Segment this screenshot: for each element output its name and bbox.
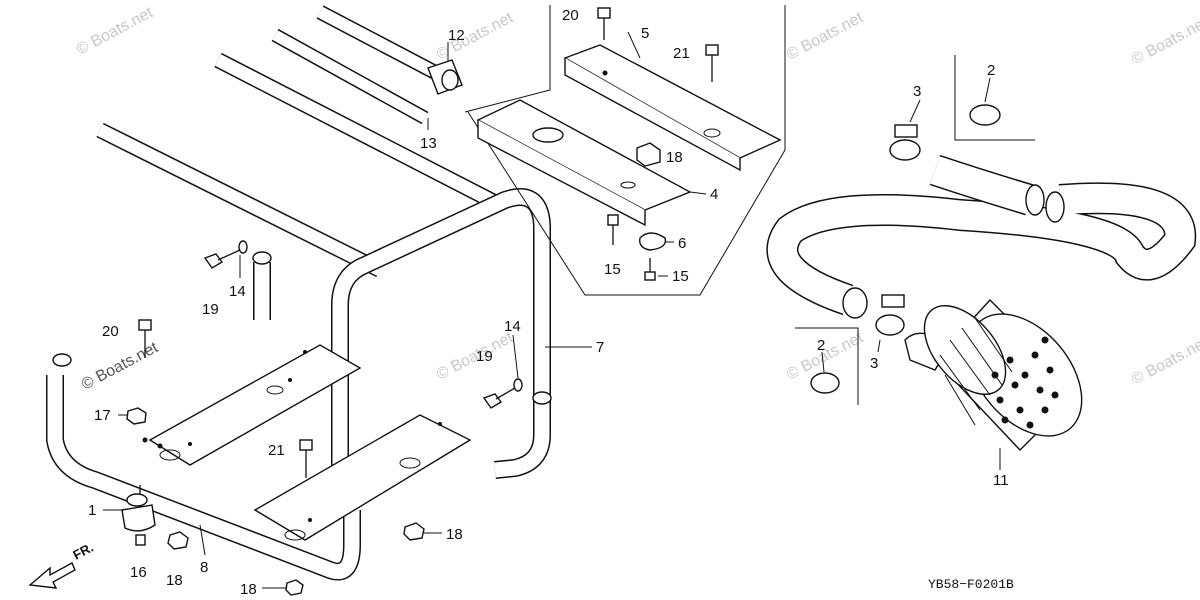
callout-1: 1 — [88, 502, 96, 519]
callout-14: 14 — [504, 318, 521, 335]
diagram-code: YB58−F0201B — [928, 577, 1014, 592]
callout-4: 4 — [710, 186, 718, 203]
callout-19: 19 — [476, 348, 493, 365]
callout-12: 12 — [448, 27, 465, 44]
bracket-inset — [464, 5, 786, 296]
callout-3: 3 — [870, 355, 878, 372]
callout-19: 19 — [202, 301, 219, 318]
callout-8: 8 — [200, 559, 208, 576]
callout-2: 2 — [817, 337, 825, 354]
callout-20: 20 — [102, 323, 119, 340]
callout-5: 5 — [641, 25, 649, 42]
callout-21: 21 — [673, 45, 690, 62]
suction-hose-assembly — [766, 55, 1197, 452]
callout-18: 18 — [446, 526, 463, 543]
watermark: © Boats.net — [434, 9, 516, 64]
callout-18: 18 — [666, 149, 683, 166]
callout-2: 2 — [987, 62, 995, 79]
callout-13: 13 — [420, 135, 437, 152]
front-direction-indicator: FR. — [28, 540, 96, 589]
watermark: © Boats.net — [1129, 14, 1200, 69]
watermark: © Boats.net — [784, 9, 866, 64]
callout-15: 15 — [604, 261, 621, 278]
callout-20: 20 — [562, 7, 579, 24]
callout-15: 15 — [672, 268, 689, 285]
callout-labels: 1 2 2 3 3 4 5 6 7 8 11 12 13 14 14 15 15… — [88, 7, 1009, 598]
callout-14: 14 — [229, 283, 246, 300]
leader-lines — [103, 31, 1001, 589]
watermark: © Boats.net — [74, 4, 156, 59]
front-label: FR. — [70, 540, 96, 563]
frame-assembly — [46, 30, 552, 581]
hardware — [121, 240, 523, 596]
handle-tubes — [271, 5, 463, 125]
callout-7: 7 — [596, 339, 604, 356]
callout-16: 16 — [130, 564, 147, 581]
callout-18: 18 — [166, 572, 183, 589]
callout-17: 17 — [94, 407, 111, 424]
callout-3: 3 — [913, 83, 921, 100]
callout-11: 11 — [993, 472, 1009, 489]
callout-6: 6 — [678, 235, 686, 252]
watermark: © Boats.net — [79, 339, 161, 394]
watermark: © Boats.net — [1129, 334, 1200, 389]
callout-21: 21 — [268, 442, 285, 459]
callout-18: 18 — [240, 581, 257, 598]
